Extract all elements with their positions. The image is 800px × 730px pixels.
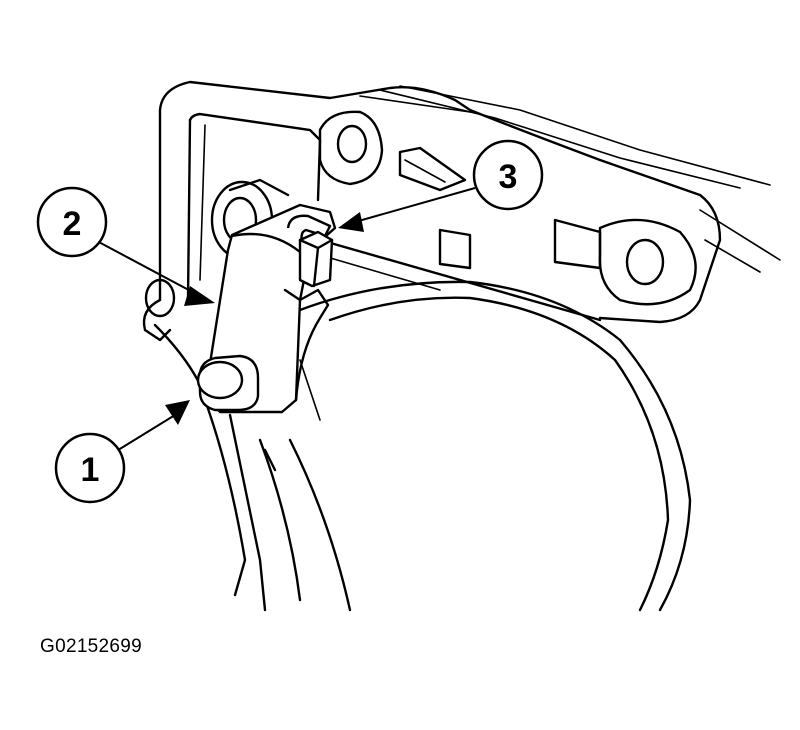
figure-id: G02152699 [40,636,143,657]
linkage-rod [298,230,334,288]
housing-flange [142,80,781,612]
callout-3: 3 [338,139,544,232]
callout-2-label: 2 [63,205,82,243]
lever-pin [196,354,260,412]
callout-1-label: 1 [81,451,100,489]
callout-1: 1 [54,400,190,504]
callout-2: 2 [36,186,215,306]
callout-3-label: 3 [499,158,518,196]
